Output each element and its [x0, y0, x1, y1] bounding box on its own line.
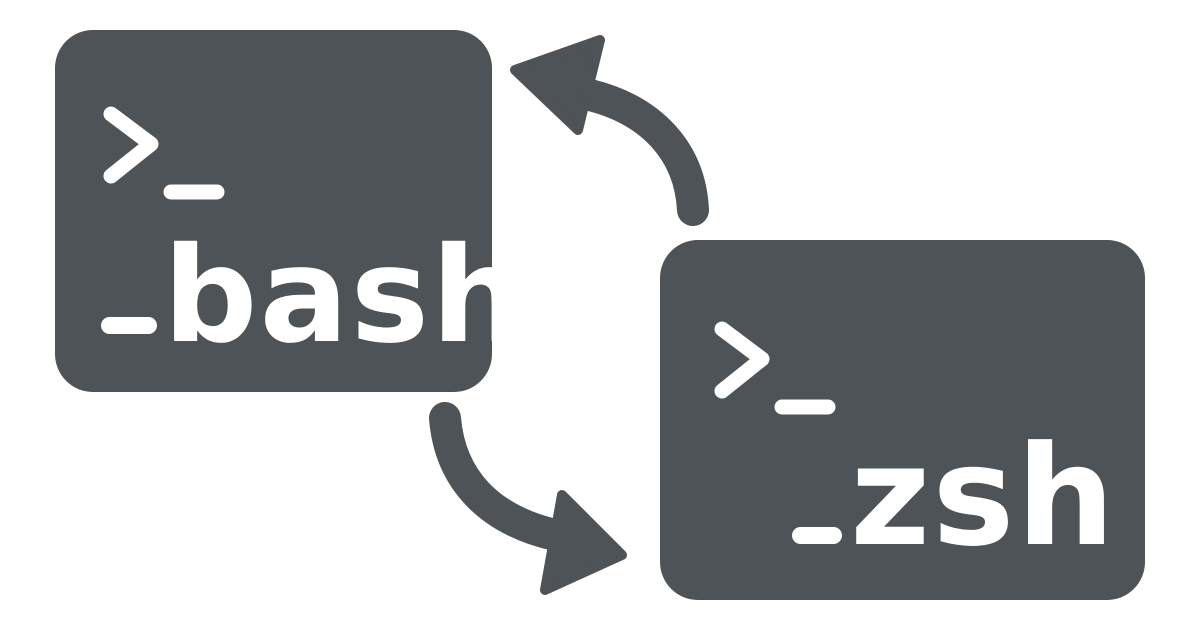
terminal-prompt-icon [103, 106, 225, 200]
zsh-tile: zsh [660, 240, 1145, 600]
zsh-underscore [792, 527, 842, 544]
zsh-label: zsh [850, 416, 1117, 577]
curved-arrow-up-icon [510, 35, 709, 226]
bash-label: bash [163, 219, 528, 373]
curved-arrow-down-icon [429, 402, 627, 595]
terminal-prompt-icon [714, 321, 836, 415]
bash-tile: bash [55, 30, 525, 392]
bash-underscore [101, 317, 157, 334]
